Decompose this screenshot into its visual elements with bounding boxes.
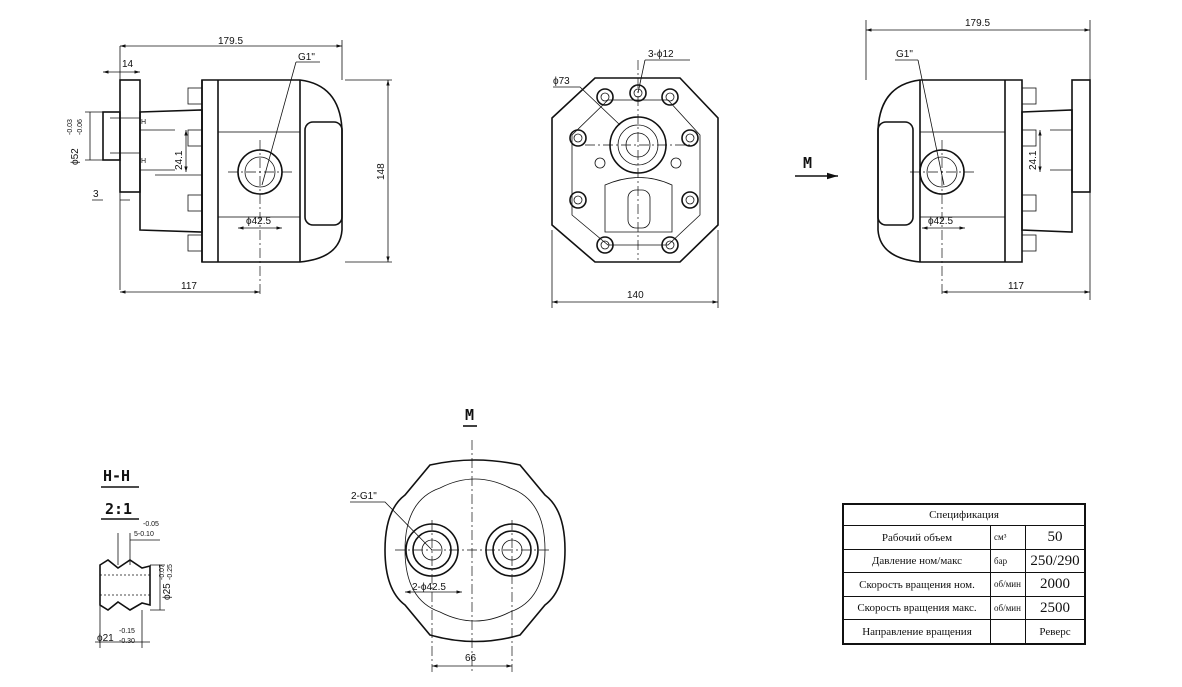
left-side-view: 179.5 14 G1" ϕ52 -0.03 -0.06 3 24.1 ϕ42.… <box>67 36 392 295</box>
section-dia21-upper: -0.15 <box>119 628 135 635</box>
view-arrow-m: M <box>795 154 838 180</box>
shaft-tol-lower: -0.06 <box>77 119 84 135</box>
holes-label: 3-ϕ12 <box>648 49 674 60</box>
flange-width-label: 14 <box>122 59 134 70</box>
spec-row: Скорость вращения макс. об/мин 2500 <box>842 595 1086 621</box>
shoulder-label: 3 <box>93 189 99 200</box>
bottom-port-dia-label: 2-ϕ42.5 <box>412 582 446 593</box>
right-side-view: 179.5 G1" 24.1 ϕ42.5 117 <box>865 18 1091 300</box>
section-tol1: 5-0.10 <box>134 531 154 538</box>
pilot-dia-label: ϕ73 <box>553 76 570 87</box>
section-tol1-upper: -0.05 <box>143 521 159 528</box>
spec-value: 2500 <box>1025 595 1086 621</box>
spec-name: Рабочий объем <box>842 525 991 550</box>
spec-value: 50 <box>1025 525 1086 550</box>
spec-row: Направление вращения Реверс <box>842 619 1086 645</box>
bottom-ports-label: 2-G1" <box>351 491 377 502</box>
spec-title: Спецификация <box>842 503 1086 527</box>
spec-unit: об/мин <box>990 572 1026 597</box>
section-title: H-H <box>103 467 130 485</box>
front-view: 3-ϕ12 ϕ73 140 <box>551 49 719 308</box>
section-scale: 2:1 <box>105 500 132 518</box>
spec-value: Реверс <box>1025 619 1086 645</box>
section-letter-top: H <box>141 119 146 126</box>
spec-value: 2000 <box>1025 572 1086 597</box>
bottom-spacing-label: 66 <box>465 653 477 664</box>
right-width-label: 179.5 <box>965 18 990 29</box>
spec-unit <box>990 619 1026 645</box>
height-label: 148 <box>376 163 387 180</box>
spec-name: Скорость вращения макс. <box>842 595 991 621</box>
front-bolt-holes <box>569 84 699 254</box>
spec-row: Скорость вращения ном. об/мин 2000 <box>842 572 1086 597</box>
right-port-dia-label: ϕ42.5 <box>928 216 954 227</box>
spec-name: Направление вращения <box>842 619 991 645</box>
right-offset-label: 24.1 <box>1028 150 1039 170</box>
shaft-dia-label: ϕ52 <box>70 148 81 165</box>
bottom-view-title: M <box>465 406 474 424</box>
spec-name: Скорость вращения ном. <box>842 572 991 597</box>
spec-unit: см³ <box>990 525 1026 550</box>
right-base-label: 117 <box>1008 281 1024 292</box>
spec-value: 250/290 <box>1025 548 1086 574</box>
section-dia21-lower: -0.30 <box>119 638 135 645</box>
left-width-label: 179.5 <box>218 36 243 47</box>
spec-row: Давление ном/макс бар 250/290 <box>842 548 1086 574</box>
section-dia21: ϕ21 <box>97 633 114 644</box>
left-port-dia-label: ϕ42.5 <box>246 216 272 227</box>
spec-name: Давление ном/макс <box>842 548 991 574</box>
shaft-tol-upper: -0.03 <box>67 119 74 135</box>
right-port-label: G1" <box>896 49 913 60</box>
section-dia25-lower: -0.25 <box>167 564 174 580</box>
spec-unit: бар <box>990 548 1026 574</box>
view-arrow-label: M <box>803 154 812 172</box>
left-offset-label: 24.1 <box>174 150 185 170</box>
left-base-label: 117 <box>181 281 197 292</box>
section-dia25: ϕ25 <box>162 583 173 600</box>
bottom-view-m: M 2-G1" 2-ϕ42.5 66 <box>350 406 566 672</box>
front-width-label: 140 <box>627 290 644 301</box>
section-dia25-upper: -0.07 <box>159 564 166 580</box>
section-letter-bottom: H <box>141 158 146 165</box>
section-h-h: H-H 2:1 -0.05 5-0.10 ϕ25 -0.07 -0.25 ϕ21… <box>95 467 174 648</box>
spec-unit: об/мин <box>990 595 1026 621</box>
spec-row: Рабочий объем см³ 50 <box>842 525 1086 550</box>
specification-table: Спецификация Рабочий объем см³ 50 Давлен… <box>842 503 1086 645</box>
left-port-label: G1" <box>298 52 315 63</box>
